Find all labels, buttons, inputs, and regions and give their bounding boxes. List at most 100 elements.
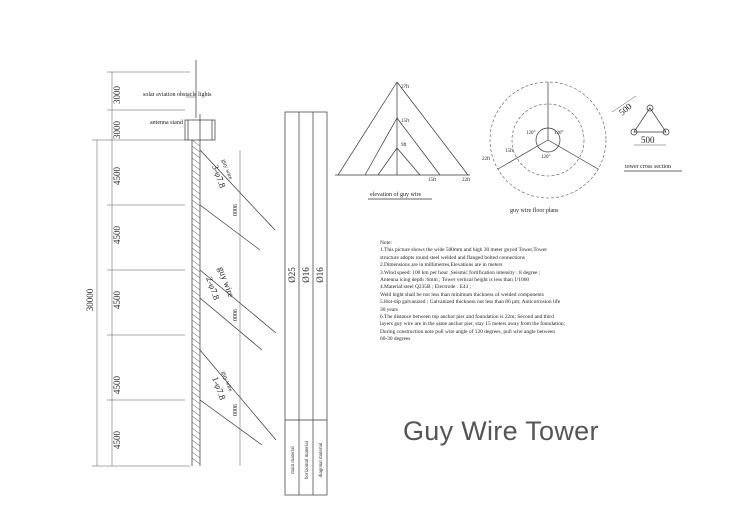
material-value-2: Ø16	[315, 267, 325, 283]
page-title: Guy Wire Tower	[403, 416, 599, 446]
mast-brace	[191, 415, 201, 423]
dim-3: 4500	[112, 226, 122, 245]
mast-brace	[191, 205, 201, 213]
mast-brace	[191, 319, 201, 327]
plan-r1: 22ft	[482, 157, 491, 162]
dim-5: 4500	[112, 376, 122, 395]
lattice-mast	[191, 139, 201, 466]
note-line: 30 years	[380, 306, 399, 313]
dim-0: 3000	[112, 86, 122, 105]
material-value-1: Ø16	[301, 267, 311, 283]
cross-dim-1: 500	[641, 135, 655, 145]
material-table: Ø25 Ø16 Ø16 main material horizontal mat…	[284, 111, 328, 496]
mast-brace	[191, 139, 201, 147]
mast-brace	[191, 241, 201, 249]
mast-brace	[191, 247, 201, 255]
span-2: 9000	[231, 404, 237, 416]
mast-brace	[191, 409, 201, 417]
mast-brace	[191, 343, 201, 351]
mast-brace	[191, 277, 201, 285]
note-line: 3.Wind speed: 100 km per hour ,Seismic f…	[380, 269, 541, 276]
note-line: 4.Material:steel Q235B ; Electrode : E43…	[380, 284, 472, 291]
mast-brace	[191, 211, 201, 219]
mast-brace	[191, 403, 201, 411]
note-line: 5.Hot-dip galvanized ; Galvanized thickn…	[380, 299, 561, 306]
mast-brace	[191, 151, 201, 159]
plan-a3: 120°	[541, 155, 551, 160]
mast-brace	[191, 397, 201, 405]
mast-brace	[191, 457, 201, 465]
mast-brace	[191, 271, 201, 279]
floor-plan-caption: guy wire floor plans	[510, 207, 559, 214]
mast-brace	[191, 145, 201, 153]
elev-d1: 15ft	[428, 178, 437, 183]
mast-brace	[191, 193, 201, 201]
mast-brace	[191, 265, 201, 273]
note-line: 60-30 degrees	[380, 336, 411, 343]
dim-total: 30000	[85, 288, 95, 311]
dim-1: 3000	[112, 121, 122, 140]
note-line: During construction note pull wire angle…	[380, 328, 555, 335]
mast-brace	[191, 283, 201, 291]
note-line: Weld hight shall be not less than minimu…	[380, 291, 544, 298]
mast-brace	[191, 253, 201, 261]
guy-wires: guy wire 3-φ7.8 guy wire 2-φ7.8 guy wire…	[199, 149, 277, 466]
mast-brace	[191, 169, 201, 177]
guy-wire-label-2: 2-φ7.8	[204, 275, 222, 301]
elev-h2: 15ft	[401, 119, 410, 124]
elev-h3: 9ft	[401, 143, 407, 148]
material-label-0: main material	[291, 446, 296, 474]
cross-section-caption: tower cross section	[625, 164, 671, 170]
mast-brace	[191, 451, 201, 459]
mast-brace	[191, 229, 201, 237]
note-line: 2.Dimensions are in millimetres,Elevatio…	[380, 262, 503, 269]
mast-brace	[191, 427, 201, 435]
mast-brace	[191, 313, 201, 321]
dim-6: 4500	[112, 431, 122, 450]
mast-brace	[191, 349, 201, 357]
mast-brace	[191, 355, 201, 363]
material-label-1: horizontal material	[305, 440, 310, 479]
note-line: Antenna icing depth :6mm ; Tower vertica…	[380, 277, 530, 284]
mast-brace	[191, 367, 201, 375]
mast-brace	[191, 337, 201, 345]
note-line: 6.The distance between top anchor pier a…	[380, 314, 554, 321]
elevation-diagram: 27ft 15ft 9ft 15ft 22ft elevation of guy…	[335, 81, 471, 200]
mast-brace	[191, 445, 201, 453]
material-value-0: Ø25	[287, 267, 297, 283]
plan-a1: 120°	[526, 131, 536, 136]
mast-brace	[191, 235, 201, 243]
mast-brace	[191, 163, 201, 171]
mast-brace	[191, 181, 201, 189]
mast-brace	[191, 289, 201, 297]
mast-brace	[191, 217, 201, 225]
note-line: 1.This picture shows the wide 500mm and …	[380, 247, 548, 254]
elev-d2: 22ft	[462, 178, 471, 183]
elev-h1: 27ft	[401, 85, 410, 90]
mast-brace	[191, 187, 201, 195]
plan-a2: 120°	[554, 131, 564, 136]
mast-brace	[191, 199, 201, 207]
mast-brace	[191, 385, 201, 393]
dimension-chain-left: 3000 3000 4500 4500 4500 4500 4500 30000	[85, 71, 190, 467]
mast-brace	[191, 391, 201, 399]
floor-plan-diagram: 22ft 15ft 120° 120° 120° guy wire floor …	[482, 81, 607, 214]
mast-brace	[191, 157, 201, 165]
cross-section-diagram: 500 500 tower cross section	[611, 95, 682, 172]
mast-brace	[191, 325, 201, 333]
mast-brace	[191, 307, 201, 315]
note-line: layers guy wire are in the same anchor p…	[380, 321, 566, 328]
mast-brace	[191, 223, 201, 231]
mast-brace	[191, 175, 201, 183]
notes-block: Note: 1.This picture shows the wide 500m…	[380, 240, 670, 344]
mast-brace	[191, 331, 201, 339]
antenna-stand-label: antenna stand	[150, 120, 183, 126]
dim-2: 4500	[112, 167, 122, 186]
note-line: structure adopts round steel welded and …	[380, 254, 525, 261]
mast-brace	[191, 439, 201, 447]
span-0: 9000	[231, 204, 237, 216]
mast-brace	[191, 433, 201, 441]
solar-light-label: solar aviation obstacle lights	[143, 92, 212, 98]
mast-brace	[191, 301, 201, 309]
